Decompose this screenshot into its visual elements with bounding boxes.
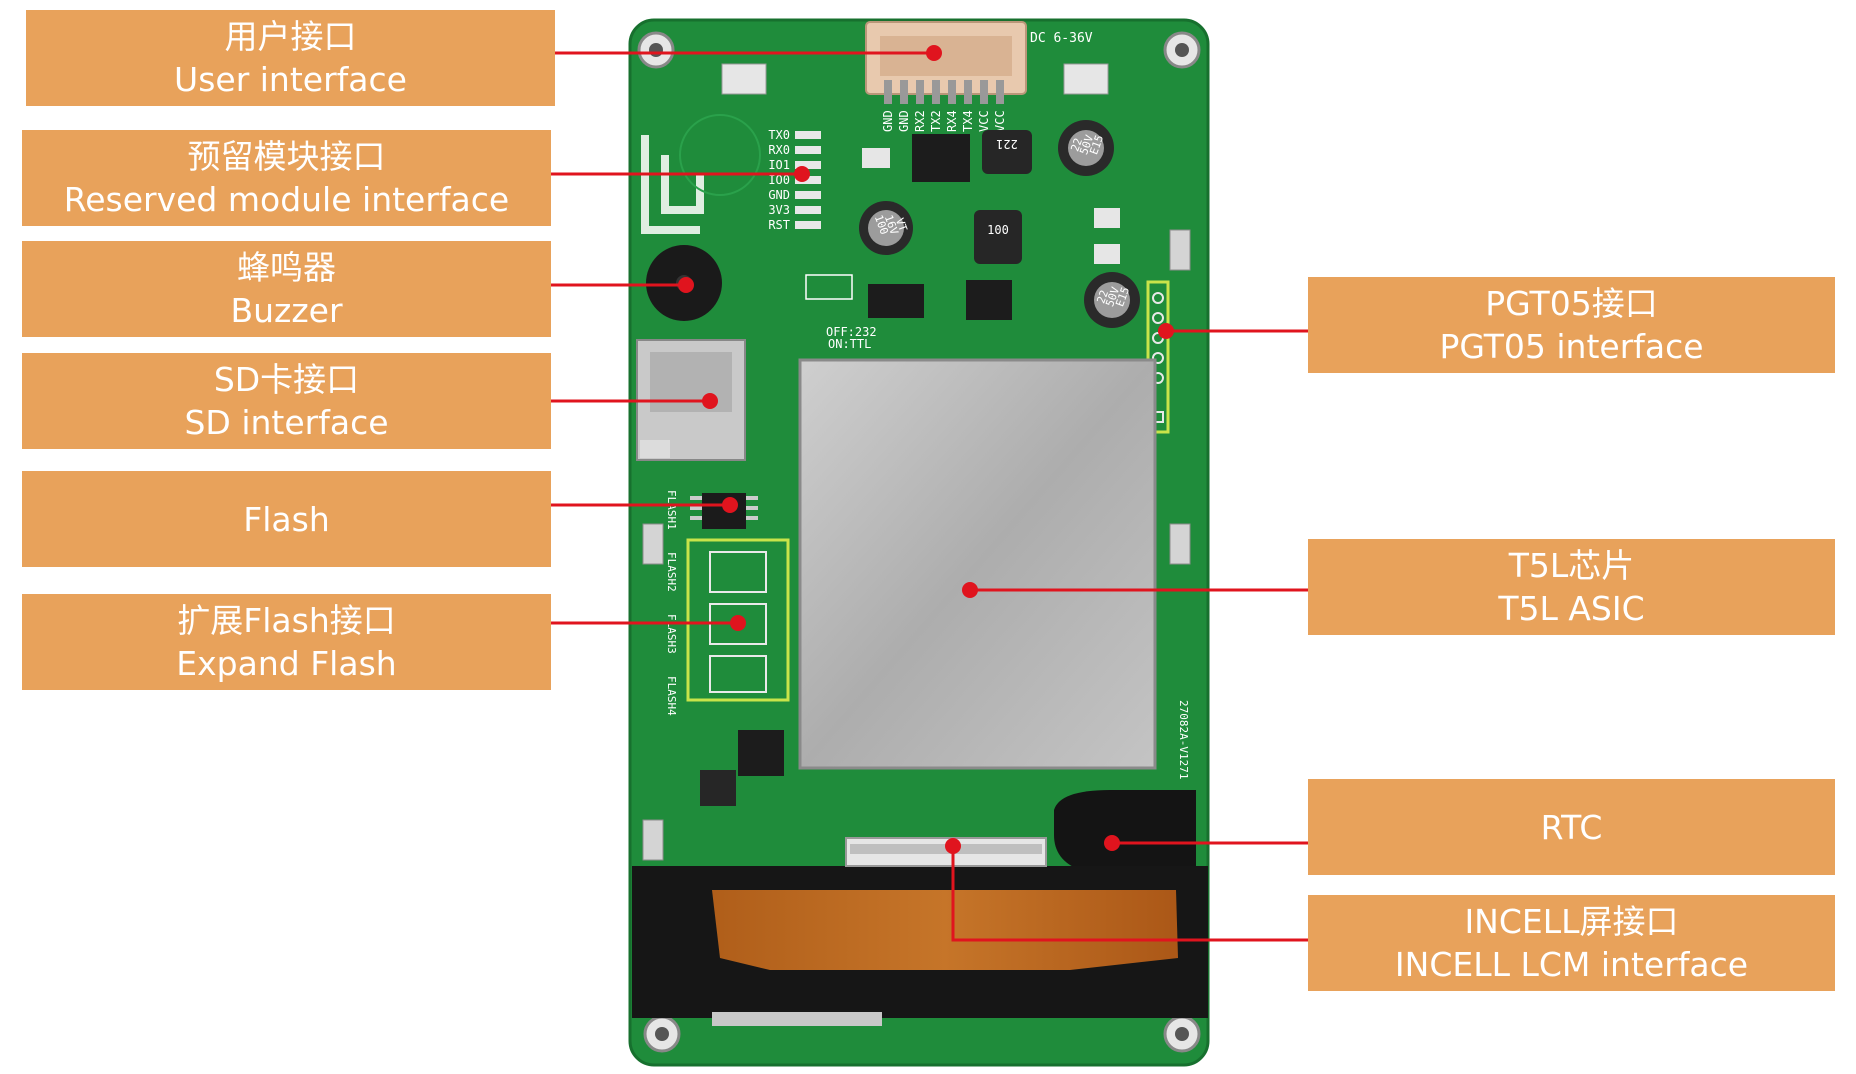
capacitor-right-top-text: 22 [1068,136,1085,153]
svg-text:ON:TTL: ON:TTL [828,337,871,351]
label-sd-interface: SD卡接口 SD interface [22,353,551,449]
inductor-100-text: 100 [987,223,1009,237]
capacitor-left-text: VT [893,216,910,233]
label-en: PGT05 interface [1439,327,1704,366]
uart-select-silkscreen: OFF:232 [826,325,877,339]
part-number-silkscreen: 27082A-V1271 [1177,700,1190,779]
svg-text:TX4: TX4 [961,110,975,132]
inductor-221 [982,130,1032,174]
label-en: Expand Flash [176,644,397,683]
label-incell-lcm-interface: INCELL屏接口 INCELL LCM interface [1308,895,1835,991]
svg-text:TX2: TX2 [929,110,943,132]
svg-text:GND: GND [768,188,790,202]
label-t5l-asic: T5L芯片 T5L ASIC [1308,539,1835,635]
svg-text:FLASH2: FLASH2 [665,552,678,592]
svg-text:IO0: IO0 [768,173,790,187]
svg-text:3V3: 3V3 [768,203,790,217]
svg-text:FLASH1: FLASH1 [665,490,678,530]
label-flash: Flash [22,471,551,567]
label-rtc: RTC [1308,779,1835,875]
label-en: SD interface [184,403,389,442]
svg-text:GND: GND [881,110,895,132]
expand-flash-area [686,538,790,702]
mounting-holes [637,31,1201,1053]
svg-text:FLASH4: FLASH4 [665,676,678,716]
svg-text:VCC: VCC [977,110,991,132]
label-en: User interface [174,60,407,99]
leader-lines [551,51,1308,942]
label-zh: 扩展Flash接口 [177,601,396,640]
label-expand-flash: 扩展Flash接口 Expand Flash [22,594,551,690]
label-pgt05-interface: PGT05接口 PGT05 interface [1308,277,1835,373]
label-en: INCELL LCM interface [1394,945,1749,984]
svg-text:FLASH3: FLASH3 [665,614,678,654]
flash-chip [702,493,746,529]
inductor-221-text: 221 [996,137,1018,151]
label-zh: 预留模块接口 [187,137,386,176]
capacitor-right-top-text: E15 [1087,133,1106,156]
label-en: Buzzer [230,291,343,330]
label-zh: SD卡接口 [213,360,360,399]
label-reserved-module-interface: 预留模块接口 Reserved module interface [22,130,551,226]
label-zh: INCELL屏接口 [1464,902,1679,941]
label-buzzer: 蜂鸣器 Buzzer [22,241,551,337]
power-ic [912,134,970,182]
power-silkscreen: DC 6-36V [1030,31,1093,46]
reserved-module-pads [795,131,821,229]
capacitor-left [859,201,913,255]
svg-text:RX0: RX0 [768,143,790,157]
rtc-battery [1054,790,1196,870]
capacitor-right-mid-text: 22 [1094,288,1111,305]
leader-dots [678,45,1174,854]
capacitor-left-text: 100 [872,213,891,236]
label-zh: 蜂鸣器 [237,248,336,287]
svg-text:GND: GND [897,110,911,132]
header-pin-labels: GND GND RX2 TX2 RX4 TX4 VCC VCC [881,110,1007,132]
label-zh: T5L芯片 [1508,546,1635,585]
antenna-silkscreen [641,135,704,234]
label-zh: 用户接口 [224,17,357,56]
label-en: Flash [243,499,330,539]
inductor-100 [974,210,1022,264]
capacitor-right-mid-text: E15 [1113,285,1132,308]
label-en: Reserved module interface [63,180,510,219]
svg-text:VCC: VCC [993,110,1007,132]
svg-text:RST: RST [768,218,790,232]
svg-text:RX2: RX2 [913,110,927,132]
svg-text:IO1: IO1 [768,158,790,172]
fpc-ribbon [712,890,1178,970]
label-en: T5L ASIC [1498,589,1645,628]
svg-text:RX4: RX4 [945,110,959,132]
capacitor-right-mid [1084,272,1140,328]
label-en: RTC [1540,807,1603,847]
module-pin-labels: TX0 RX0 IO1 IO0 GND 3V3 RST [768,128,790,232]
t5l-shield [798,358,1157,770]
svg-text:TX0: TX0 [768,128,790,142]
label-user-interface: 用户接口 User interface [26,10,555,106]
capacitor-right-top [1058,120,1114,176]
label-zh: PGT05接口 [1485,284,1658,323]
